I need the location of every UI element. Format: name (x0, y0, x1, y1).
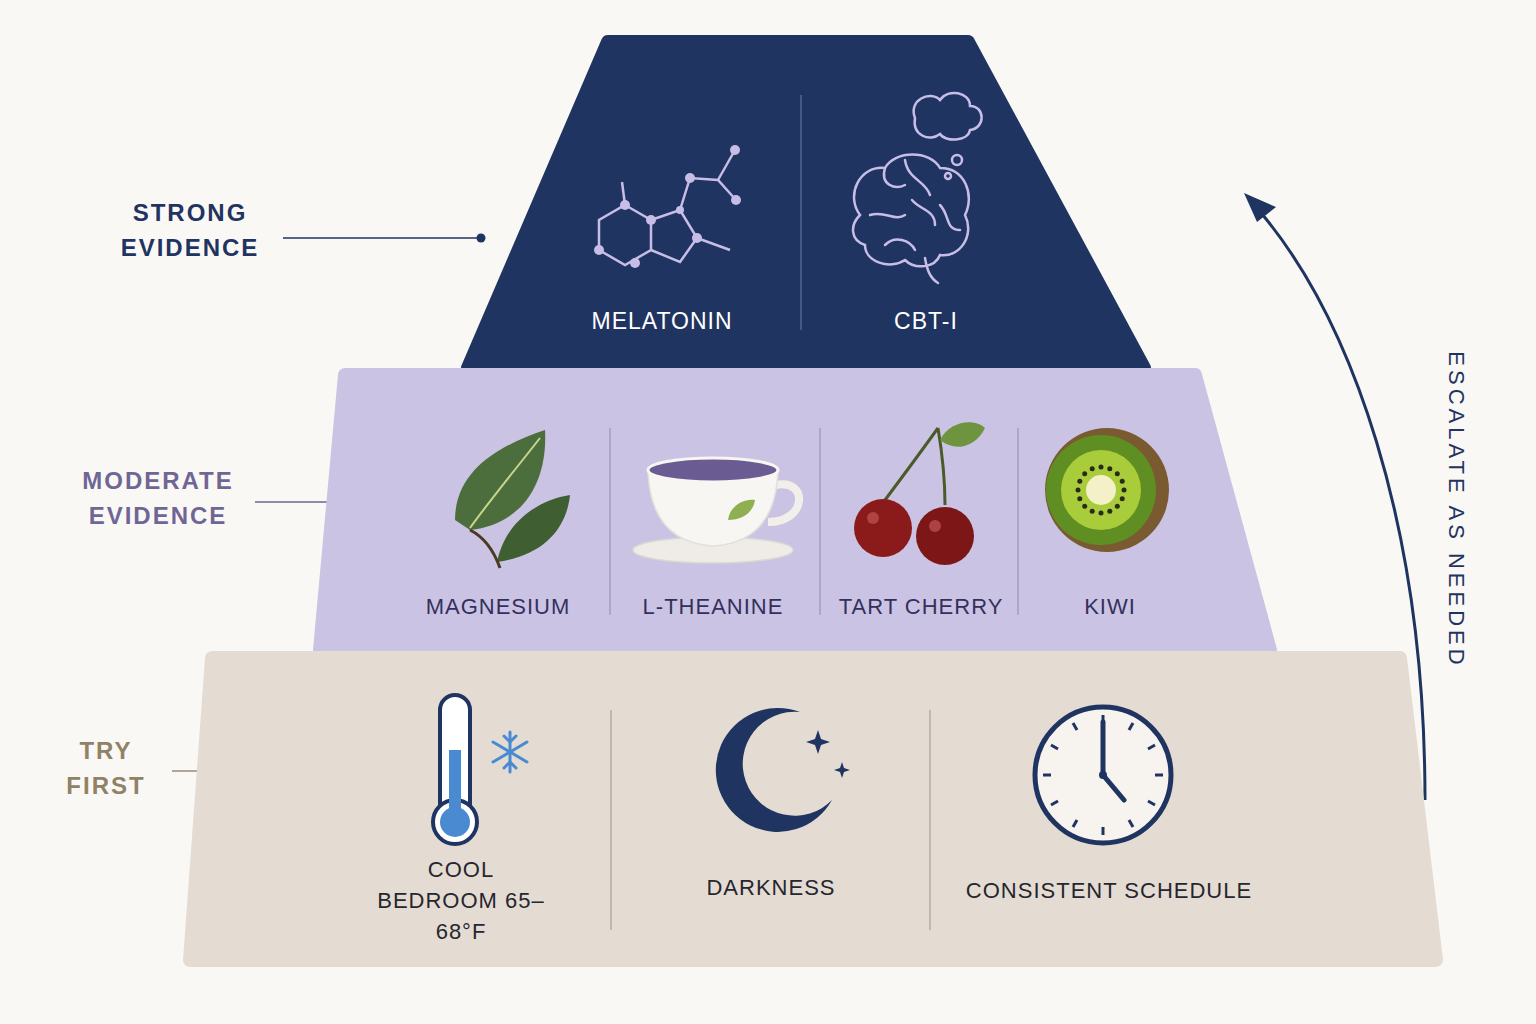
remedy-label: MELATONIN (591, 306, 732, 337)
remedy-label: CBT-I (894, 306, 958, 337)
remedy-cell: L-THEANINE (639, 589, 788, 624)
remedy-label: TART CHERRY (839, 591, 1004, 622)
remedy-label: MAGNESIUM (426, 591, 571, 622)
tier-icons (594, 93, 982, 330)
remedy-label: COOL BEDROOM 65–68°F (366, 854, 556, 947)
remedy-label: DARKNESS (706, 872, 835, 903)
remedy-cell: KIWI (1080, 589, 1140, 624)
tier-heading: TRY FIRST (44, 733, 169, 803)
evidence-tier: TRY FIRSTCOOL BEDROOM 65–68°FDARKNESSCON… (190, 658, 1436, 960)
remedy-cell: CBT-I (890, 304, 962, 339)
remedy-label: KIWI (1084, 591, 1136, 622)
remedy-label: CONSISTENT SCHEDULE (966, 875, 1252, 906)
tier-shape (190, 658, 1436, 960)
remedy-cell: COOL BEDROOM 65–68°F (362, 852, 560, 949)
remedy-cell: MAGNESIUM (422, 589, 575, 624)
tier-heading: MODERATE EVIDENCE (66, 463, 251, 533)
remedy-cell: MELATONIN (587, 304, 736, 339)
remedy-cell: TART CHERRY (835, 589, 1008, 624)
remedy-label: L-THEANINE (643, 591, 784, 622)
tier-trapezoid (190, 658, 1436, 960)
tier-trapezoid (320, 375, 1270, 650)
tier-trapezoid (468, 42, 1144, 368)
tier-shape (468, 42, 1144, 368)
arrow-head (1244, 193, 1276, 222)
evidence-tier: STRONG EVIDENCEMELATONINCBT-I (468, 42, 1144, 368)
leader-line (283, 237, 478, 239)
tier-heading: STRONG EVIDENCE (103, 195, 278, 265)
remedy-cell: DARKNESS (702, 870, 839, 905)
leader-dot (477, 234, 486, 243)
tier-icons (455, 422, 1169, 615)
escalate-label: ESCALATE AS NEEDED (1443, 351, 1469, 668)
remedy-cell: CONSISTENT SCHEDULE (962, 873, 1256, 908)
evidence-tier: MODERATE EVIDENCEMAGNESIUML-THEANINETART… (320, 375, 1270, 650)
